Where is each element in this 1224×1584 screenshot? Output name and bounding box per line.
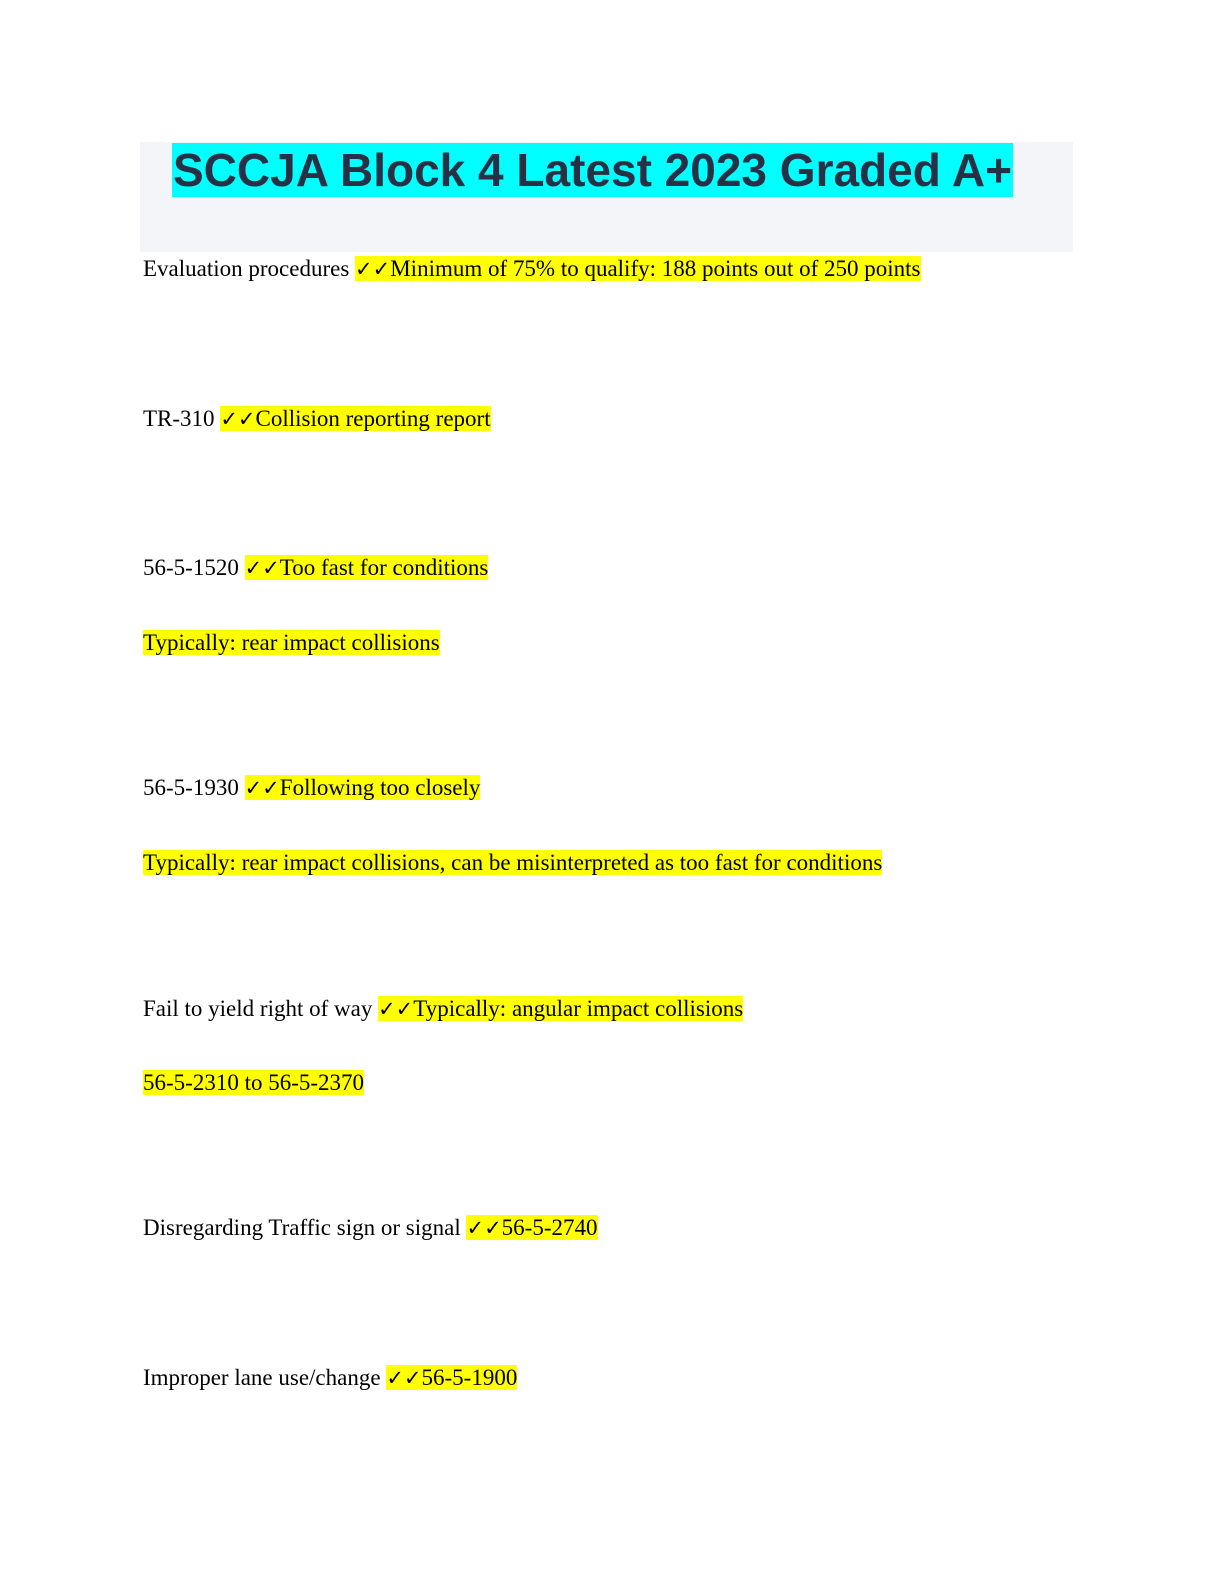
entry-answer: ✓✓Typically: angular impact collisions — [378, 996, 744, 1021]
entry-answer-text: 56-5-2740 — [501, 1215, 598, 1240]
qa-entry-note: 56-5-2310 to 56-5-2370 — [143, 1067, 365, 1099]
entry-answer-text: 56-5-1900 — [421, 1365, 518, 1390]
entry-term: Fail to yield right of way — [143, 996, 373, 1021]
qa-entry-56-5-1520: 56-5-1520 ✓✓Too fast for conditions — [143, 552, 489, 584]
entry-term: Disregarding Traffic sign or signal — [143, 1215, 461, 1240]
entry-note-text: Typically: rear impact collisions — [143, 630, 440, 655]
entry-answer-text: Following too closely — [279, 775, 481, 800]
entry-answer: ✓✓Minimum of 75% to qualify: 188 points … — [355, 256, 921, 281]
qa-entry-evaluation-procedures: Evaluation procedures ✓✓Minimum of 75% t… — [143, 253, 921, 285]
entry-answer-text: Typically: angular impact collisions — [413, 996, 744, 1021]
double-check-icon: ✓✓ — [466, 1216, 502, 1240]
qa-entry-improper-lane-use: Improper lane use/change ✓✓56-5-1900 — [143, 1362, 518, 1394]
qa-entry-disregarding-traffic-sign: Disregarding Traffic sign or signal ✓✓56… — [143, 1212, 598, 1244]
entry-term: Evaluation procedures — [143, 256, 350, 281]
qa-entry-56-5-1930: 56-5-1930 ✓✓Following too closely — [143, 772, 481, 804]
entry-term: 56-5-1520 — [143, 555, 239, 580]
entry-answer: ✓✓Collision reporting report — [220, 406, 491, 431]
qa-entry-tr-310: TR-310 ✓✓Collision reporting report — [143, 403, 491, 435]
entry-answer-text: Collision reporting report — [255, 406, 491, 431]
double-check-icon: ✓✓ — [244, 776, 280, 800]
entry-answer-text: Minimum of 75% to qualify: 188 points ou… — [390, 256, 921, 281]
entry-answer: ✓✓56-5-1900 — [386, 1365, 518, 1390]
entry-answer-text: Too fast for conditions — [279, 555, 489, 580]
double-check-icon: ✓✓ — [386, 1366, 422, 1390]
double-check-icon: ✓✓ — [220, 407, 256, 431]
double-check-icon: ✓✓ — [244, 556, 280, 580]
entry-note-text: Typically: rear impact collisions, can b… — [143, 850, 883, 875]
qa-entry-fail-to-yield: Fail to yield right of way ✓✓Typically: … — [143, 993, 744, 1025]
entry-answer: ✓✓Too fast for conditions — [244, 555, 489, 580]
double-check-icon: ✓✓ — [378, 997, 414, 1021]
double-check-icon: ✓✓ — [355, 257, 391, 281]
entry-term: TR-310 — [143, 406, 215, 431]
document-title: SCCJA Block 4 Latest 2023 Graded A+ — [172, 143, 1013, 197]
entry-note-text: 56-5-2310 to 56-5-2370 — [143, 1070, 365, 1095]
entry-answer: ✓✓56-5-2740 — [466, 1215, 598, 1240]
entry-term: 56-5-1930 — [143, 775, 239, 800]
entry-answer: ✓✓Following too closely — [244, 775, 481, 800]
entry-term: Improper lane use/change — [143, 1365, 381, 1390]
qa-entry-note: Typically: rear impact collisions, can b… — [143, 847, 883, 879]
qa-entry-note: Typically: rear impact collisions — [143, 627, 440, 659]
